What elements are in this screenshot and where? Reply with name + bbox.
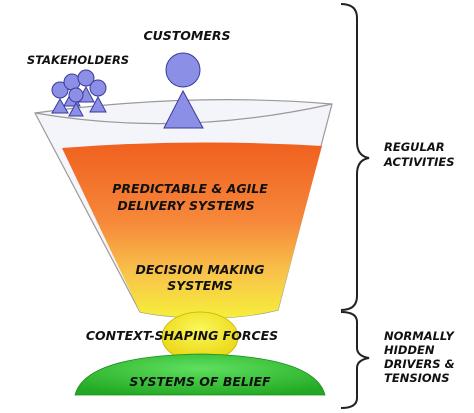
funnel-fill [62, 142, 322, 318]
funnel-upper-line2: DELIVERY SYSTEMS [117, 198, 254, 213]
bracket-bottom-line2: HIDDEN [384, 343, 435, 357]
bracket-top-line2: ACTIVITIES [383, 155, 455, 169]
customers-label: CUSTOMERS [143, 28, 230, 43]
belief-mound [74, 353, 326, 396]
stakeholders-label: STAKEHOLDERS [27, 53, 129, 67]
funnel-lower-line2: SYSTEMS [167, 278, 233, 293]
funnel-lower-line1: DECISION MAKING [135, 262, 264, 277]
stakeholder-figures [51, 69, 107, 117]
bracket-hidden [340, 311, 370, 409]
context-label: CONTEXT-SHAPING FORCES [86, 328, 278, 343]
bracket-bottom-line1: NORMALLY [384, 329, 455, 343]
customer-head [165, 52, 201, 88]
bracket-regular [340, 3, 370, 311]
stakeholder-body [68, 101, 84, 117]
stakeholder-body [89, 95, 107, 113]
bracket-bottom-line4: TENSIONS [384, 371, 450, 385]
belief-label: SYSTEMS OF BELIEF [129, 374, 271, 389]
stakeholder-head [63, 73, 81, 91]
bracket-bottom-line3: DRIVERS & [384, 357, 455, 371]
customer-figure [163, 52, 204, 129]
stakeholder-head [89, 79, 107, 97]
bracket-top-line1: REGULAR [384, 140, 445, 154]
funnel-upper-line1: PREDICTABLE & AGILE [112, 181, 268, 196]
stakeholder-head [68, 87, 84, 103]
customer-body [163, 89, 204, 129]
funnel [34, 99, 333, 319]
